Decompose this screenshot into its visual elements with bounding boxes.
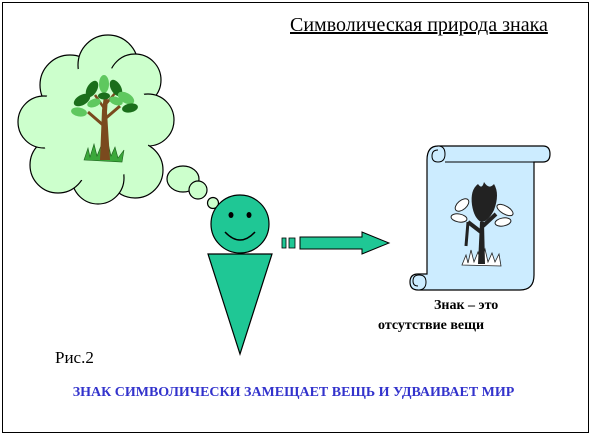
thought-bubble-medium <box>188 180 208 200</box>
tree-silhouette-icon <box>450 182 514 267</box>
slide-title: Символическая природа знака <box>290 14 548 36</box>
tree-icon <box>71 75 138 163</box>
person-figure <box>207 194 273 356</box>
footer-statement: ЗНАК СИМВОЛИЧЕСКИ ЗАМЕЩАЕТ ВЕЩЬ И УДВАИВ… <box>72 385 515 400</box>
body-triangle <box>207 253 273 356</box>
right-arrow-icon <box>281 231 391 255</box>
caption-line-1: Знак – это <box>434 298 499 313</box>
figure-label: Рис.2 <box>55 348 94 367</box>
thought-bubble-small <box>206 196 220 210</box>
smiley-head <box>210 194 270 254</box>
caption-line-2: отсутствие вещи <box>378 318 485 333</box>
